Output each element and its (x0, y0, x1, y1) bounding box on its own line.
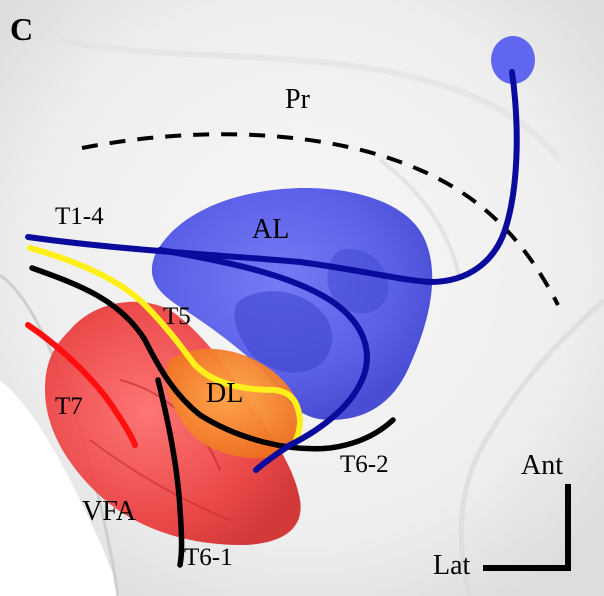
label-lateral: Lat (433, 550, 471, 581)
panel-letter: C (10, 11, 33, 47)
label-t6-1: T6-1 (184, 544, 233, 571)
label-t7: T7 (55, 393, 83, 420)
label-t6-2: T6-2 (340, 451, 389, 478)
label-al: AL (252, 214, 289, 245)
label-vfa: VFA (82, 496, 137, 527)
label-t5: T5 (163, 303, 191, 330)
label-dl: DL (206, 378, 243, 409)
label-t1-4: T1-4 (55, 203, 104, 230)
label-pr: Pr (285, 84, 311, 115)
label-anterior: Ant (521, 450, 563, 481)
